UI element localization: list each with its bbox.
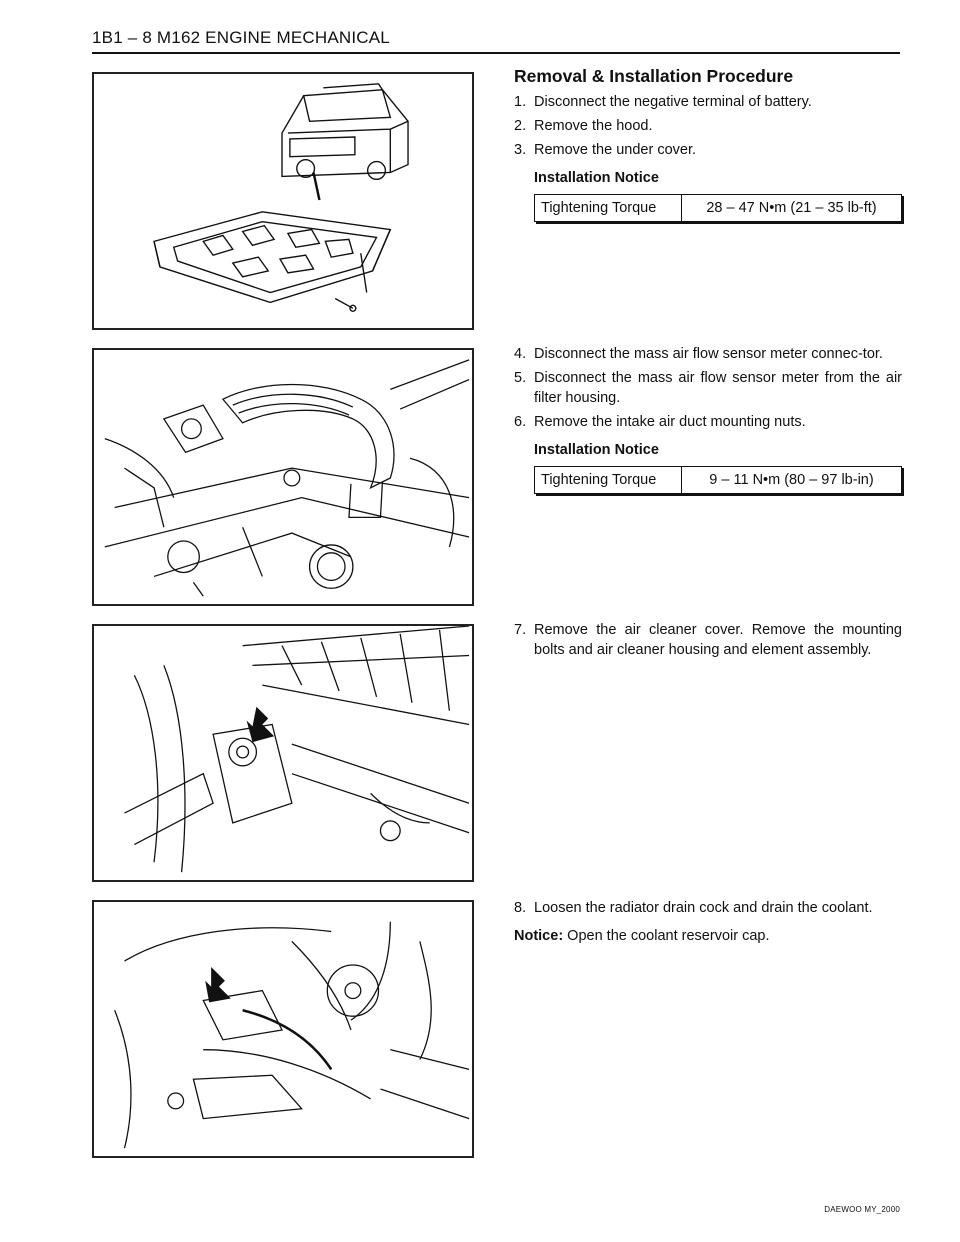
torque-value: 9 – 11 N•m (80 – 97 lb-in): [681, 466, 902, 494]
step-item: 7.Remove the air cleaner cover. Remove t…: [514, 622, 902, 658]
under-cover-illustration: [153, 83, 409, 312]
figure-intake-air-duct: [92, 348, 474, 606]
figure-radiator-drain: [92, 900, 474, 1158]
step-item: 5.Disconnect the mass air flow sensor me…: [514, 370, 902, 406]
procedure-block-4: 8.Loosen the radiator drain cock and dra…: [514, 898, 902, 946]
torque-label: Tightening Torque: [534, 466, 682, 494]
procedure-block-2: 4.Disconnect the mass air flow sensor me…: [514, 344, 902, 494]
installation-notice-heading: Installation Notice: [534, 170, 659, 186]
step-item: 2.Remove the hood.: [514, 118, 653, 134]
intake-duct-illustration: [104, 359, 470, 597]
step-list: 4.Disconnect the mass air flow sensor me…: [514, 344, 902, 432]
footer-code: DAEWOO MY_2000: [824, 1205, 900, 1214]
procedure-block-1: Removal & Installation Procedure 1.Disco…: [514, 66, 902, 222]
step-list: 8.Loosen the radiator drain cock and dra…: [514, 898, 902, 918]
torque-table: Tightening Torque 28 – 47 N•m (21 – 35 l…: [534, 194, 902, 222]
arrow-icon: [246, 706, 275, 743]
installation-notice-heading: Installation Notice: [534, 442, 659, 458]
step-item: 6.Remove the intake air duct mounting nu…: [514, 414, 806, 430]
step-list: 7.Remove the air cleaner cover. Remove t…: [514, 620, 902, 660]
notice-text: Open the coolant reservoir cap.: [563, 928, 770, 944]
step-item: 4.Disconnect the mass air flow sensor me…: [514, 346, 883, 362]
arrow-icon: [205, 966, 231, 1003]
step-list: 1.Disconnect the negative terminal of ba…: [514, 92, 902, 160]
torque-table: Tightening Torque 9 – 11 N•m (80 – 97 lb…: [534, 466, 902, 494]
radiator-drain-illustration: [114, 921, 470, 1149]
page-header: 1B1 – 8 M162 ENGINE MECHANICAL: [92, 28, 900, 54]
step-item: 1.Disconnect the negative terminal of ba…: [514, 94, 812, 110]
figure-air-cleaner: [92, 624, 474, 882]
step-item: 8.Loosen the radiator drain cock and dra…: [514, 900, 873, 916]
step-item: 3.Remove the under cover.: [514, 142, 697, 158]
notice-label: Notice:: [514, 928, 564, 944]
torque-label: Tightening Torque: [534, 194, 682, 222]
section-title: Removal & Installation Procedure: [514, 66, 794, 86]
procedure-block-3: 7.Remove the air cleaner cover. Remove t…: [514, 620, 902, 664]
torque-value: 28 – 47 N•m (21 – 35 lb-ft): [681, 194, 902, 222]
air-cleaner-illustration: [124, 626, 470, 873]
page-header-title: 1B1 – 8 M162 ENGINE MECHANICAL: [92, 28, 390, 47]
figure-under-cover: [92, 72, 474, 330]
notice-line: Notice: Open the coolant reservoir cap.: [514, 926, 902, 946]
